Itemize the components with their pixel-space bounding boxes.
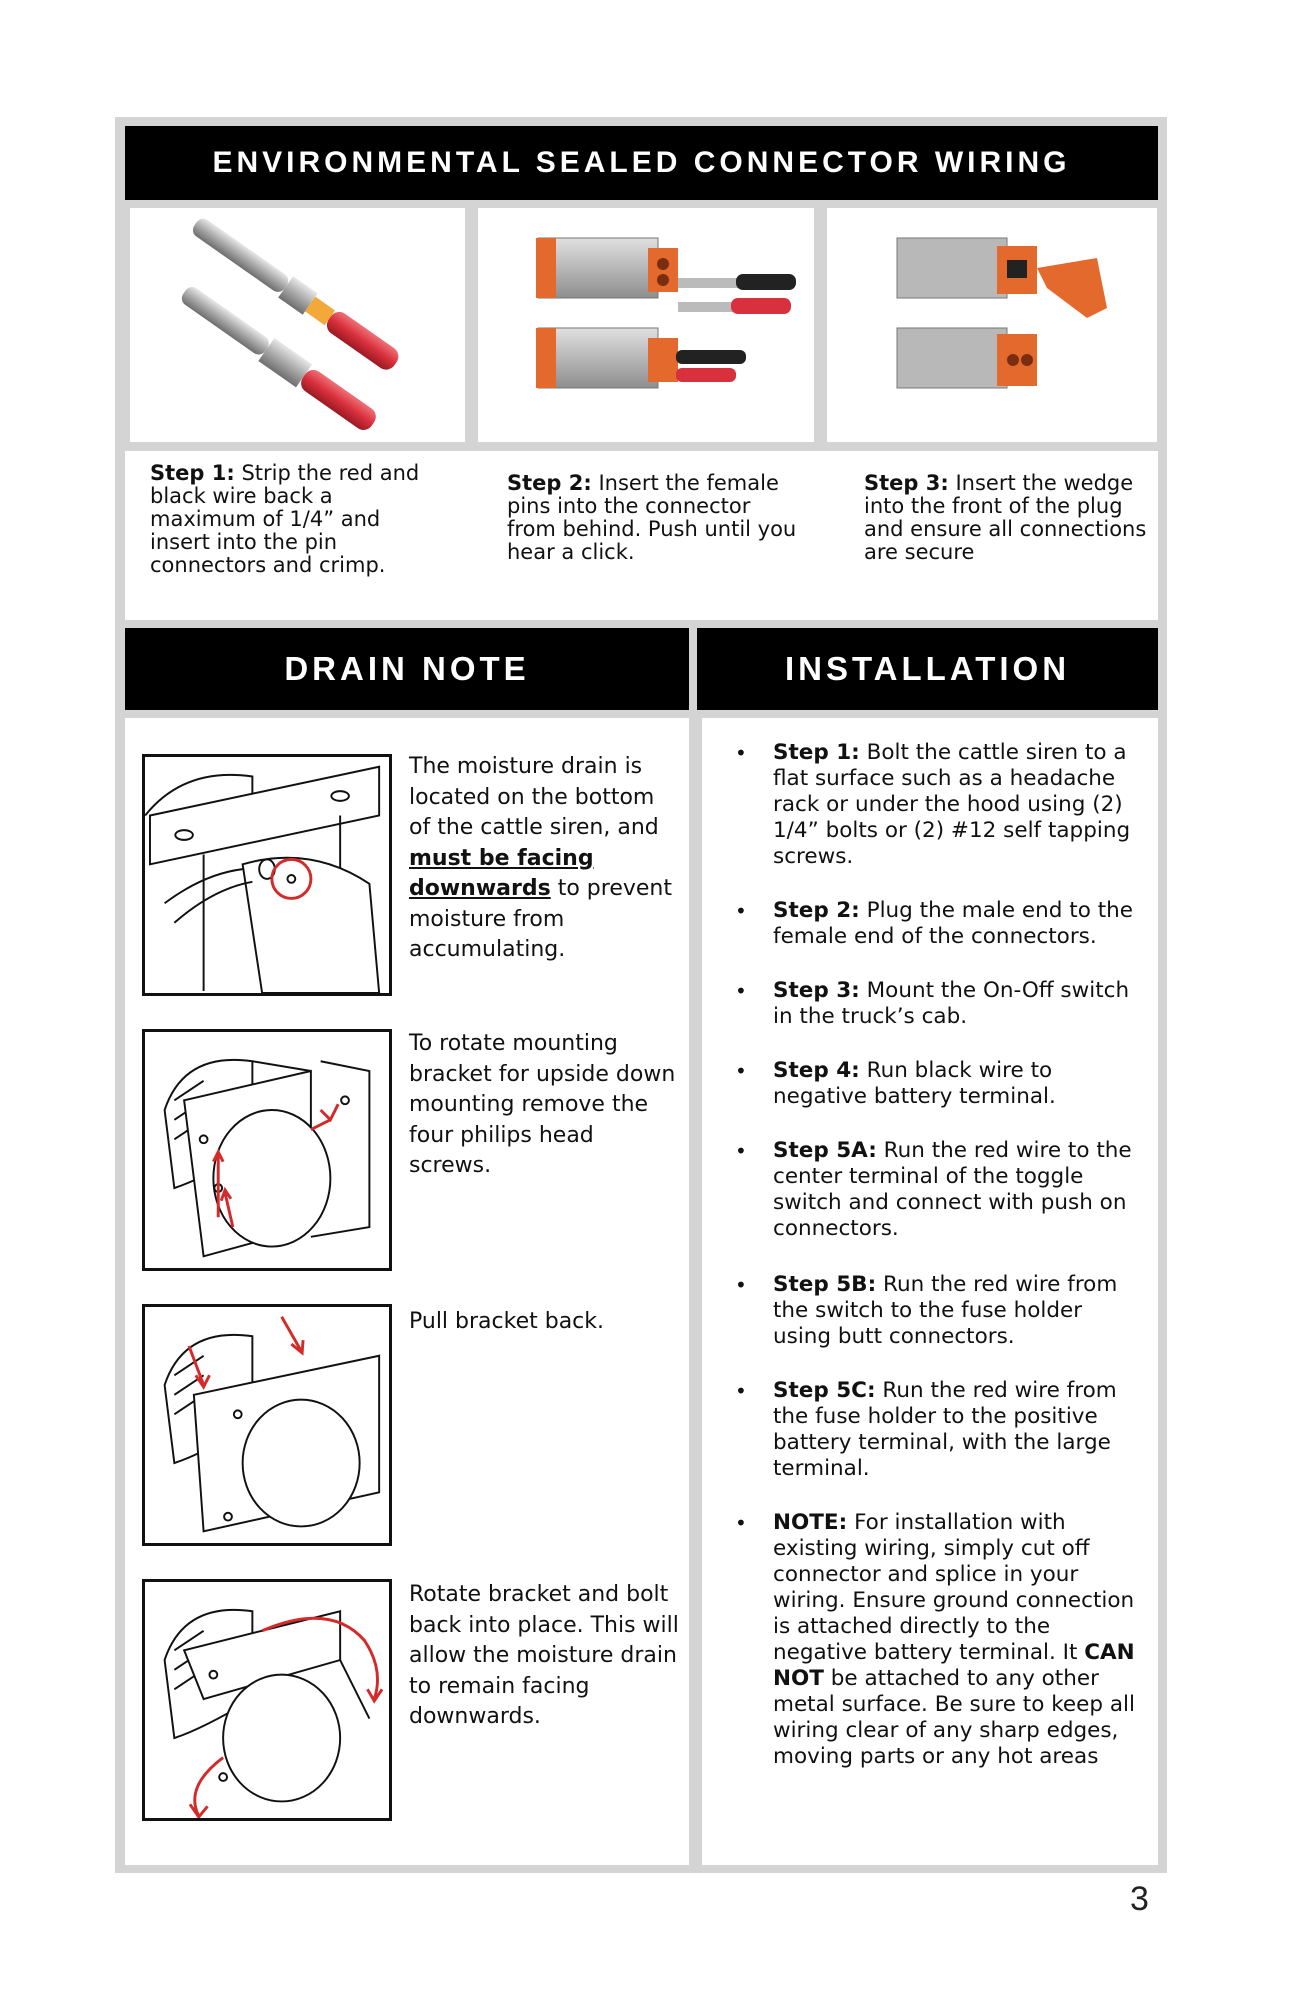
list-item: Step 4: Run black wire to negative batte…: [735, 1058, 1145, 1110]
connector-with-wedge-image: [896, 237, 1107, 389]
list-item: Step 2: Plug the male end to the female …: [735, 898, 1145, 950]
drain-note-text-2: To rotate mounting bracket for upside do…: [409, 1031, 676, 1178]
pull-bracket-figure: [142, 1304, 392, 1546]
drain-location-figure: [142, 754, 392, 996]
drain-note-text-4: Rotate bracket and bolt back into place.…: [409, 1582, 679, 1729]
list-item: Step 5A: Run the red wire to the center …: [735, 1138, 1145, 1242]
section-title-drain-note: DRAIN NOTE: [125, 628, 689, 710]
connector-with-pins-image: [536, 237, 796, 389]
section-title-installation: INSTALLATION: [697, 628, 1158, 710]
list-item: Step 3: Mount the On-Off switch in the t…: [735, 978, 1145, 1030]
step2-text: Step 2: Insert the female pins into the …: [507, 471, 797, 564]
list-item: Step 5C: Run the red wire from the fuse …: [735, 1378, 1145, 1482]
step1-text: Step 1: Strip the red and black wire bac…: [150, 461, 420, 577]
pin-connectors-image: [181, 218, 399, 430]
steps-row: [125, 451, 1158, 620]
rotate-bracket-figure: [142, 1579, 392, 1821]
installation-steps-list: Step 1: Bolt the cattle siren to a flat …: [735, 740, 1145, 1798]
step3-illustration: [827, 208, 1157, 442]
remove-screws-figure: [142, 1029, 392, 1271]
list-item: Step 1: Bolt the cattle siren to a flat …: [735, 740, 1145, 870]
drain-note-text-3: Pull bracket back.: [409, 1309, 605, 1334]
section-title-connector-wiring: ENVIRONMENTAL SEALED CONNECTOR WIRING: [125, 126, 1158, 200]
step1-illustration: [130, 208, 465, 442]
page-number: 3: [1130, 1880, 1149, 1918]
list-item-note: NOTE: For installation with existing wir…: [735, 1510, 1145, 1770]
step3-text: Step 3: Insert the wedge into the front …: [864, 471, 1147, 564]
step2-illustration: [478, 208, 814, 442]
list-item: Step 5B: Run the red wire from the switc…: [735, 1272, 1145, 1350]
drain-note-text-1: The moisture drain is located on the bot…: [409, 754, 672, 962]
